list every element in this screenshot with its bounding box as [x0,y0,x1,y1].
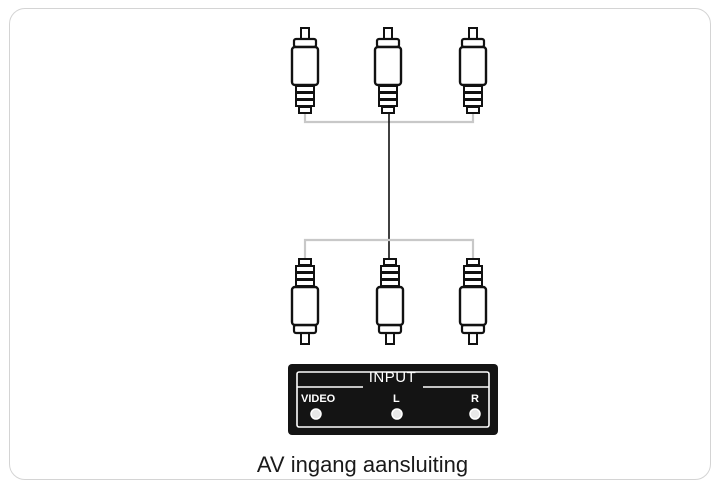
bottom-plug-left [375,257,405,346]
jack-video [310,408,322,420]
top-plug-right [458,26,488,115]
top-plug-left [373,26,403,115]
top-plug-video [290,26,320,115]
bottom-cable-bundle [303,238,475,258]
jack-label-left: L [393,393,400,405]
bottom-plug-video [290,257,320,346]
bottom-plug-right [458,257,488,346]
jack-left [391,408,403,420]
jack-right [469,408,481,420]
diagram-caption: AV ingang aansluiting [256,452,469,477]
jack-label-right: R [471,393,479,405]
input-panel-title: INPUT [368,369,417,386]
input-panel [288,364,498,435]
jack-label-video: VIDEO [301,393,336,405]
